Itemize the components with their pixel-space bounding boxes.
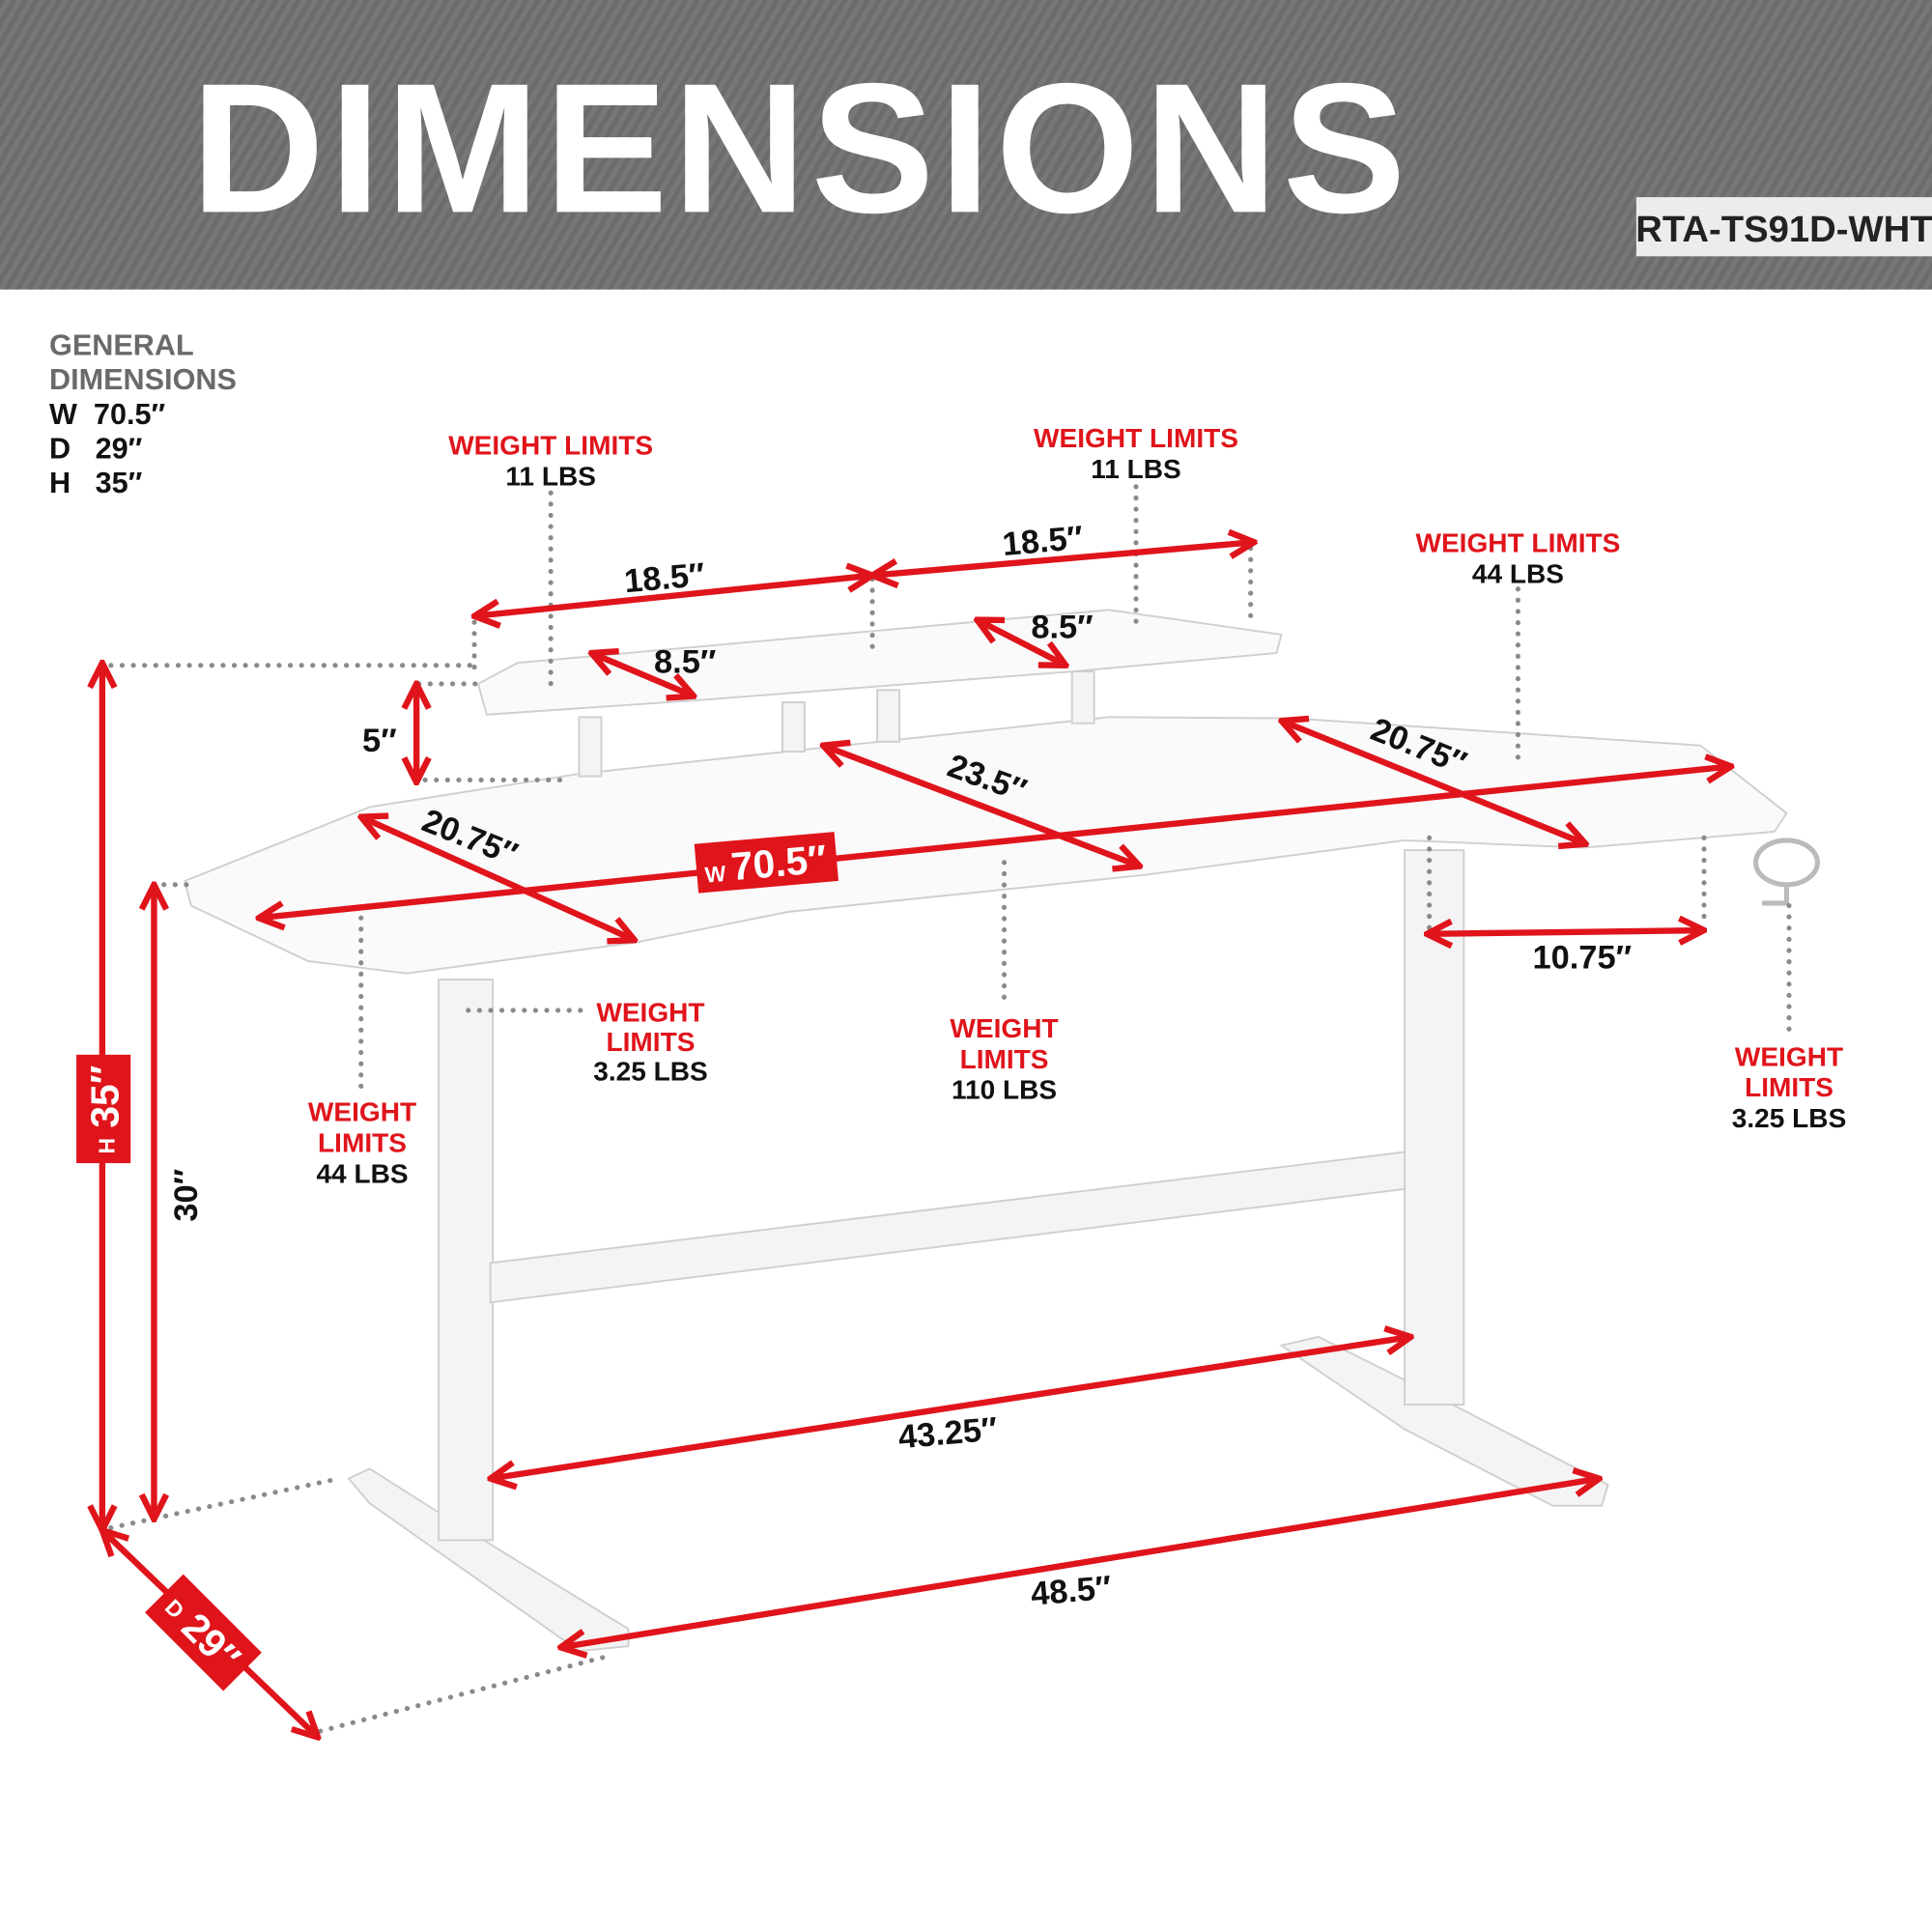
weight-limit-shelf-left: WEIGHT LIMITS 11 LBS <box>448 431 653 492</box>
cup-holder-hook <box>1753 838 1820 906</box>
inner-leg-span-label: 43.25″ <box>896 1411 999 1457</box>
weight-label: WEIGHT <box>308 1097 416 1127</box>
left-leg <box>438 979 495 1542</box>
weight-label: LIMITS <box>607 1027 696 1057</box>
shelf-support <box>781 701 806 753</box>
total-height-label: 35″ <box>82 1065 127 1128</box>
weight-limit-shelf-right: WEIGHT LIMITS 11 LBS <box>1034 423 1238 484</box>
shelf-height-label: 5″ <box>362 723 397 759</box>
weight-label: LIMITS <box>318 1128 407 1158</box>
weight-label: WEIGHT LIMITS <box>1034 423 1238 453</box>
desk-height-label: 30″ <box>168 1169 205 1222</box>
dimension-arrows <box>102 542 1731 1737</box>
general-depth: D 29″ <box>49 432 143 465</box>
header-banner: DIMENSIONS RTA-TS91D-WHT <box>0 0 1932 290</box>
shelf-support <box>1070 670 1095 724</box>
crossbar <box>489 1151 1406 1304</box>
page-title: DIMENSIONS <box>191 44 1411 251</box>
model-number: RTA-TS91D-WHT <box>1635 209 1932 250</box>
total-width-prefix: W <box>704 861 727 888</box>
weight-value: 3.25 LBS <box>593 1057 707 1087</box>
shelf-right-depth-label: 8.5″ <box>1031 610 1093 646</box>
weight-label: WEIGHT LIMITS <box>1415 527 1620 557</box>
model-badge <box>1635 197 1932 257</box>
weight-value: 110 LBS <box>952 1075 1057 1105</box>
weight-value: 11 LBS <box>1091 454 1181 484</box>
weight-limit-center: WEIGHT LIMITS 110 LBS <box>950 1013 1058 1105</box>
weight-limit-cup-holder: WEIGHT LIMITS 3.25 LBS <box>1732 1041 1846 1133</box>
general-height: H 35″ <box>49 467 143 499</box>
weight-label: WEIGHT <box>1735 1041 1843 1071</box>
shelf-right-width-label: 18.5″ <box>1001 520 1084 563</box>
shelf-left-width-label: 18.5″ <box>623 556 706 600</box>
weight-label: WEIGHT LIMITS <box>448 431 653 461</box>
general-dimensions: GENERAL DIMENSIONS W 70.5″ D 29″ H 35″ <box>49 328 237 499</box>
weight-limit-left-hook: WEIGHT LIMITS 3.25 LBS <box>593 997 707 1086</box>
weight-value: 11 LBS <box>505 462 596 492</box>
weight-limit-left-wing: WEIGHT LIMITS 44 LBS <box>308 1097 416 1189</box>
shelf-support <box>578 716 603 778</box>
right-extension-label: 10.75″ <box>1532 940 1632 977</box>
general-heading-2: DIMENSIONS <box>49 363 237 396</box>
total-height-prefix: H <box>95 1138 120 1154</box>
total-width-label: 70.5″ <box>729 837 829 889</box>
weight-limit-right-wing: WEIGHT LIMITS 44 LBS <box>1415 527 1620 588</box>
weight-value: 3.25 LBS <box>1732 1103 1846 1133</box>
shelf-support <box>876 689 901 743</box>
weight-label: LIMITS <box>1745 1072 1833 1102</box>
weight-label: WEIGHT <box>596 997 704 1027</box>
weight-label: LIMITS <box>960 1044 1049 1074</box>
total-width-badge: W 70.5″ <box>694 832 839 894</box>
total-height-badge: H 35″ <box>76 1054 131 1164</box>
weight-value: 44 LBS <box>1472 558 1564 588</box>
weight-label: WEIGHT <box>950 1013 1058 1043</box>
general-width: W 70.5″ <box>49 398 165 431</box>
shelf-left-depth-label: 8.5″ <box>654 643 716 680</box>
weight-limits: WEIGHT LIMITS 11 LBS WEIGHT LIMITS 11 LB… <box>308 423 1846 1188</box>
general-heading: GENERAL <box>49 328 194 361</box>
outer-foot-span-label: 48.5″ <box>1029 1570 1112 1613</box>
weight-value: 44 LBS <box>316 1158 408 1188</box>
